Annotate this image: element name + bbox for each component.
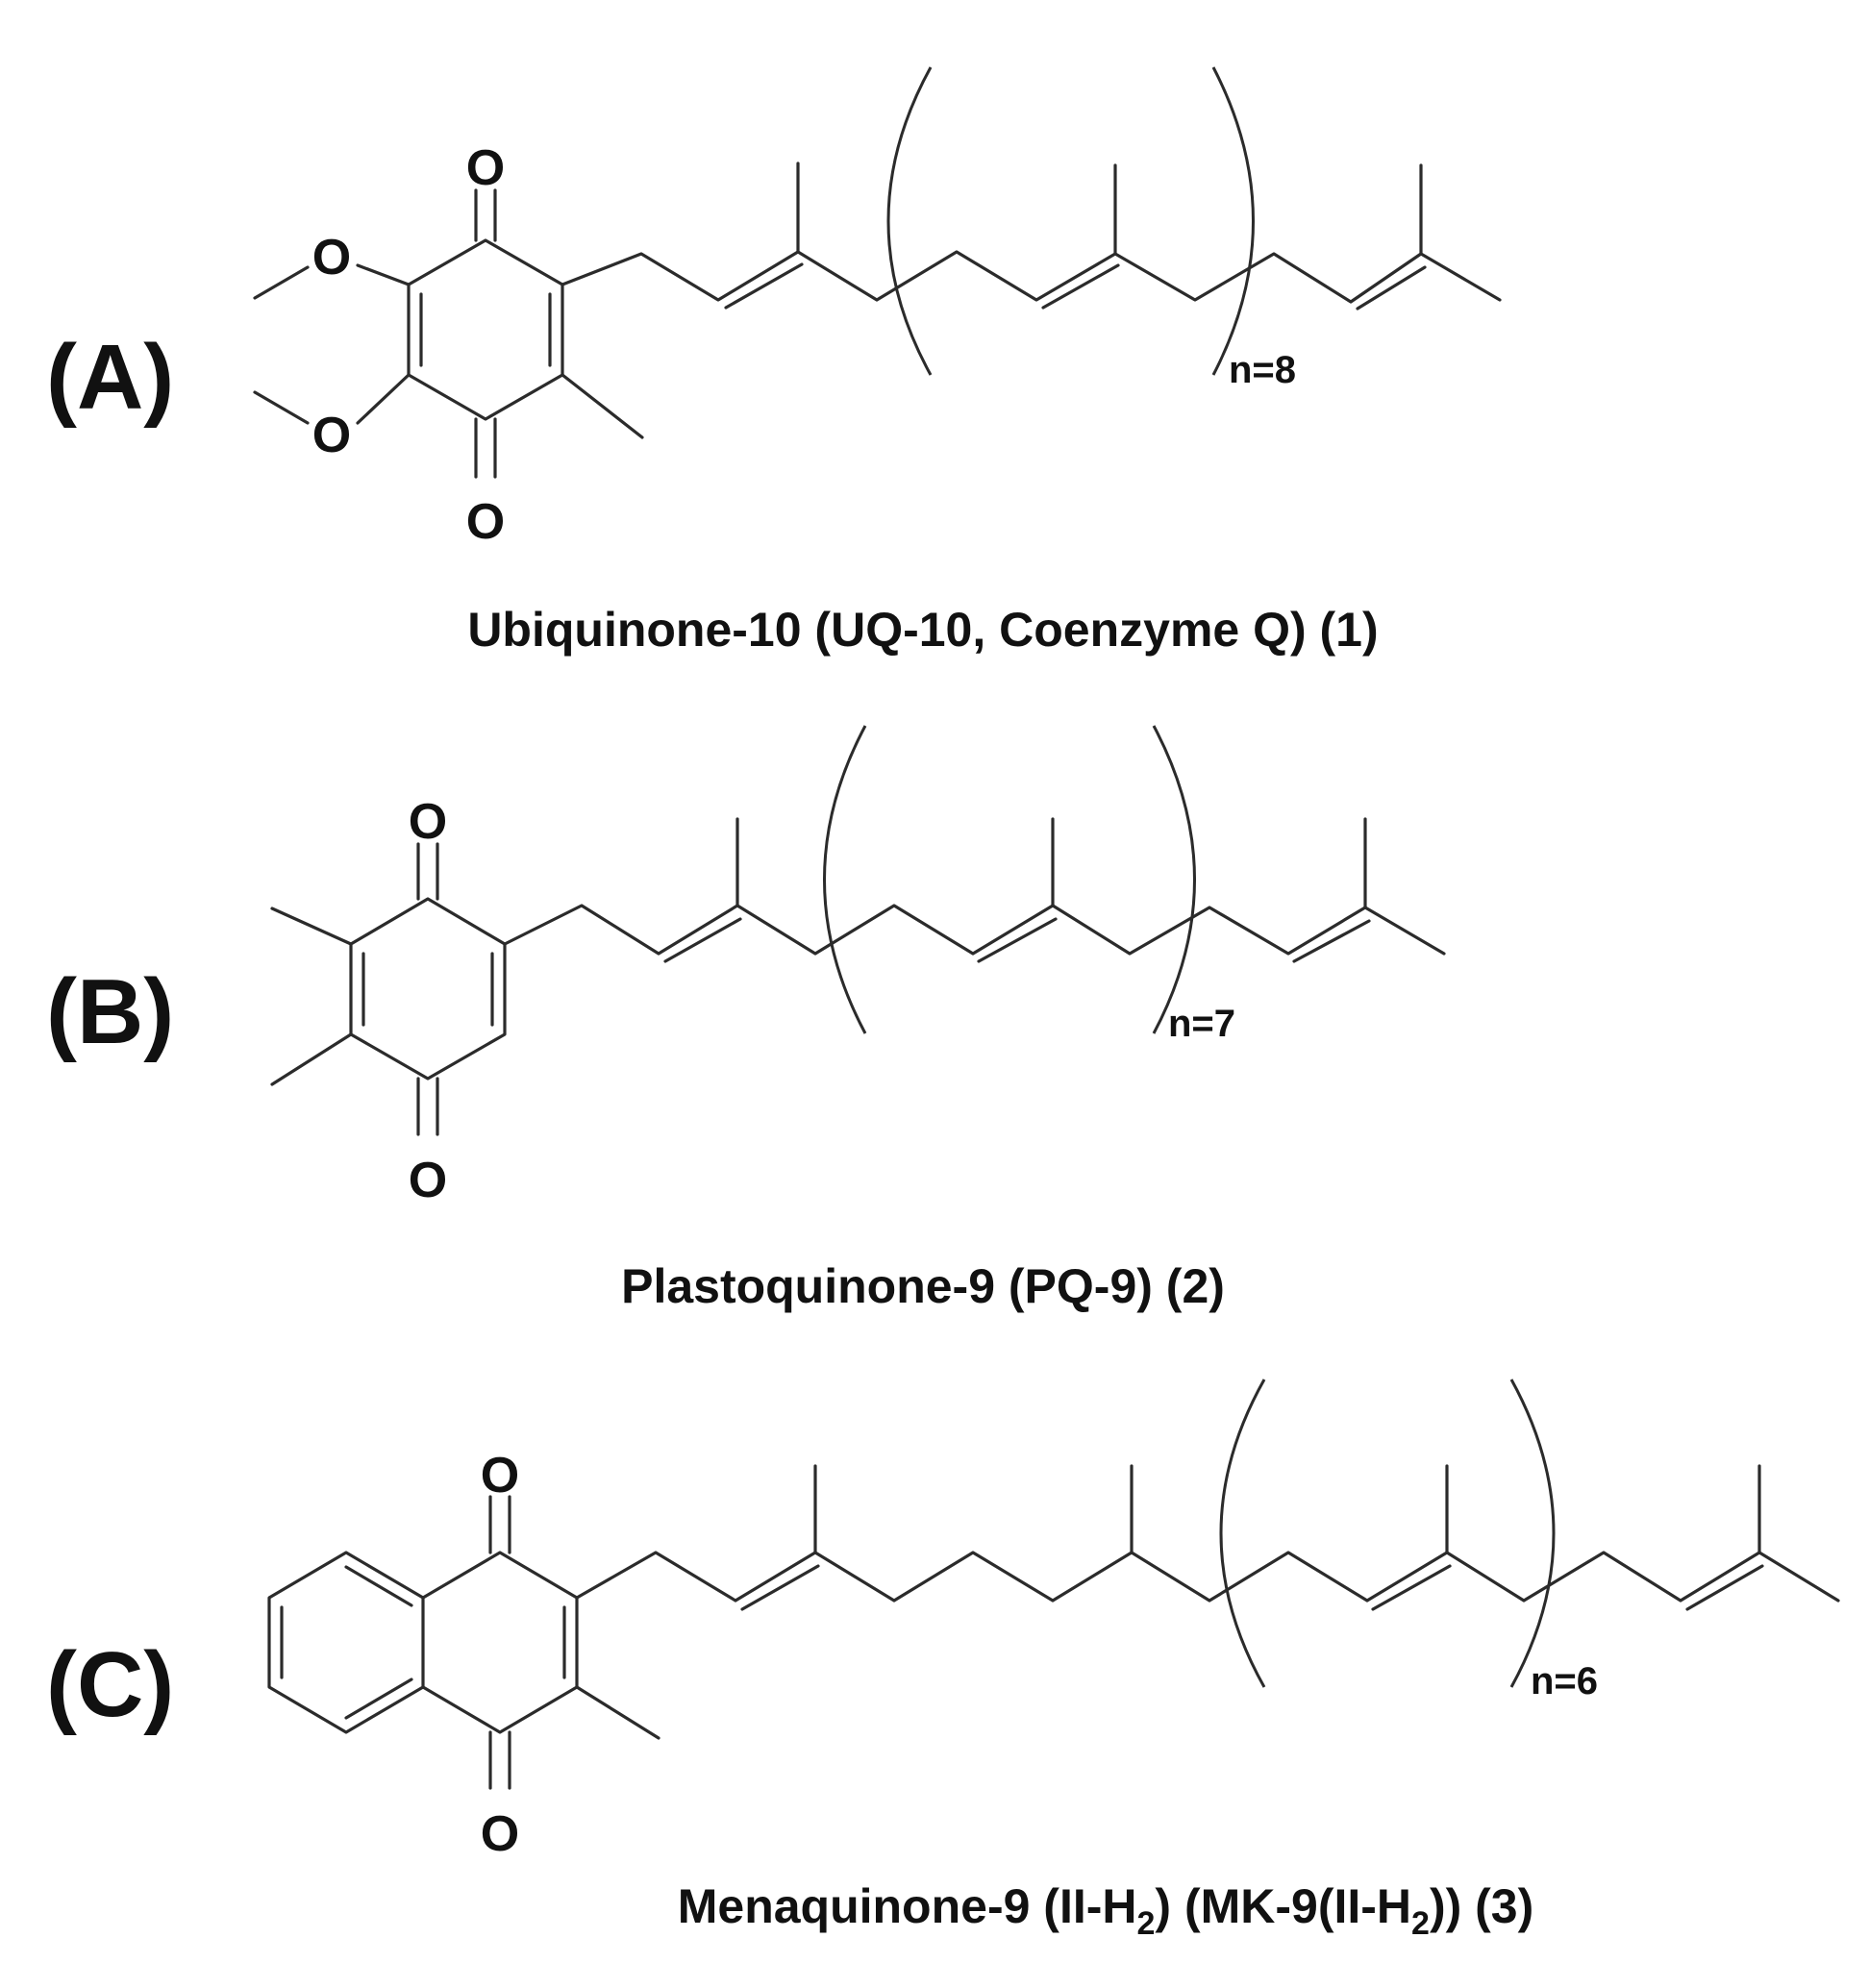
plastoquinone-structure: O O n=7 (270, 725, 1446, 1208)
oxygen-atom: O (312, 408, 351, 463)
panel-c: (C) O O (46, 1379, 1840, 1942)
methoxy-bond (356, 263, 411, 286)
oxygen-atom: O (409, 1153, 447, 1208)
isoprenoid-chain (575, 1551, 1840, 1603)
caption-menaquinone: Menaquinone-9 (II-H2) (MK-9(II-H2)) (3) (678, 1879, 1534, 1942)
caption-part: ) (MK-9(II-H (1155, 1879, 1411, 1933)
caption-subscript: 2 (1137, 1905, 1156, 1942)
repeat-bracket-right (1152, 725, 1196, 1034)
methoxy-bond (356, 373, 411, 425)
methyl-bond (270, 907, 353, 946)
caption-part: )) (3) (1430, 1879, 1533, 1933)
oxygen-atom: O (481, 1806, 519, 1862)
repeat-bracket-right (1509, 1379, 1556, 1688)
chain-double-bond (977, 917, 1058, 963)
methyl-bond (253, 265, 310, 300)
panel-label-a: (A) (46, 326, 174, 429)
plastoquinone-ring (349, 897, 507, 1081)
repeat-bracket-right (1211, 66, 1255, 376)
chain-double-bond (663, 917, 742, 963)
ubiquinone-structure: O O O O n=8 (253, 66, 1502, 550)
chain-double-bond (724, 262, 804, 310)
oxygen-atom: O (466, 140, 505, 196)
benzene-ring (267, 1551, 425, 1734)
methyl-bond (561, 373, 644, 439)
oxygen-atom: O (481, 1448, 519, 1503)
methyl-bond (253, 390, 310, 425)
isoprenoid-chain (561, 250, 1502, 304)
benzene-double-bond (344, 1677, 413, 1720)
caption-plastoquinone: Plastoquinone-9 (PQ-9) (2) (621, 1259, 1225, 1313)
chain-double-bond (1371, 1564, 1452, 1611)
isoprenoid-chain (503, 904, 1446, 956)
chain-double-bond (740, 1564, 820, 1611)
naphthoquinone-ring (421, 1551, 579, 1734)
benzene-double-bond (344, 1565, 413, 1607)
menaquinone-structure: O O n=6 (267, 1379, 1840, 1862)
chain-double-bond (1685, 1564, 1764, 1611)
repeat-count-label: n=7 (1168, 1003, 1235, 1045)
panel-label-c: (C) (46, 1633, 174, 1736)
oxygen-atom: O (409, 794, 447, 850)
chain-double-bond (1356, 265, 1427, 311)
panel-label-b: (B) (46, 960, 174, 1063)
methyl-bond (270, 1032, 353, 1086)
repeat-bracket-left (1219, 1379, 1266, 1688)
repeat-count-label: n=8 (1229, 349, 1296, 391)
caption-subscript: 2 (1411, 1905, 1430, 1942)
oxygen-atom: O (466, 494, 505, 550)
methyl-bond (575, 1685, 660, 1740)
caption-ubiquinone: Ubiquinone-10 (UQ-10, Coenzyme Q) (1) (467, 603, 1378, 657)
chain-double-bond (1041, 263, 1120, 310)
caption-part: Menaquinone-9 (II-H (678, 1879, 1137, 1933)
panel-b: (B) O O n=7 Plastoquinone-9 (PQ-9) (2) (46, 725, 1446, 1313)
chain-double-bond (1292, 919, 1371, 963)
oxygen-atom: O (312, 230, 351, 286)
panel-a: (A) O O O O (46, 66, 1502, 657)
repeat-count-label: n=6 (1531, 1660, 1598, 1702)
repeat-bracket-left (823, 725, 867, 1034)
ubiquinone-ring (407, 238, 564, 421)
repeat-bracket-left (886, 66, 933, 376)
